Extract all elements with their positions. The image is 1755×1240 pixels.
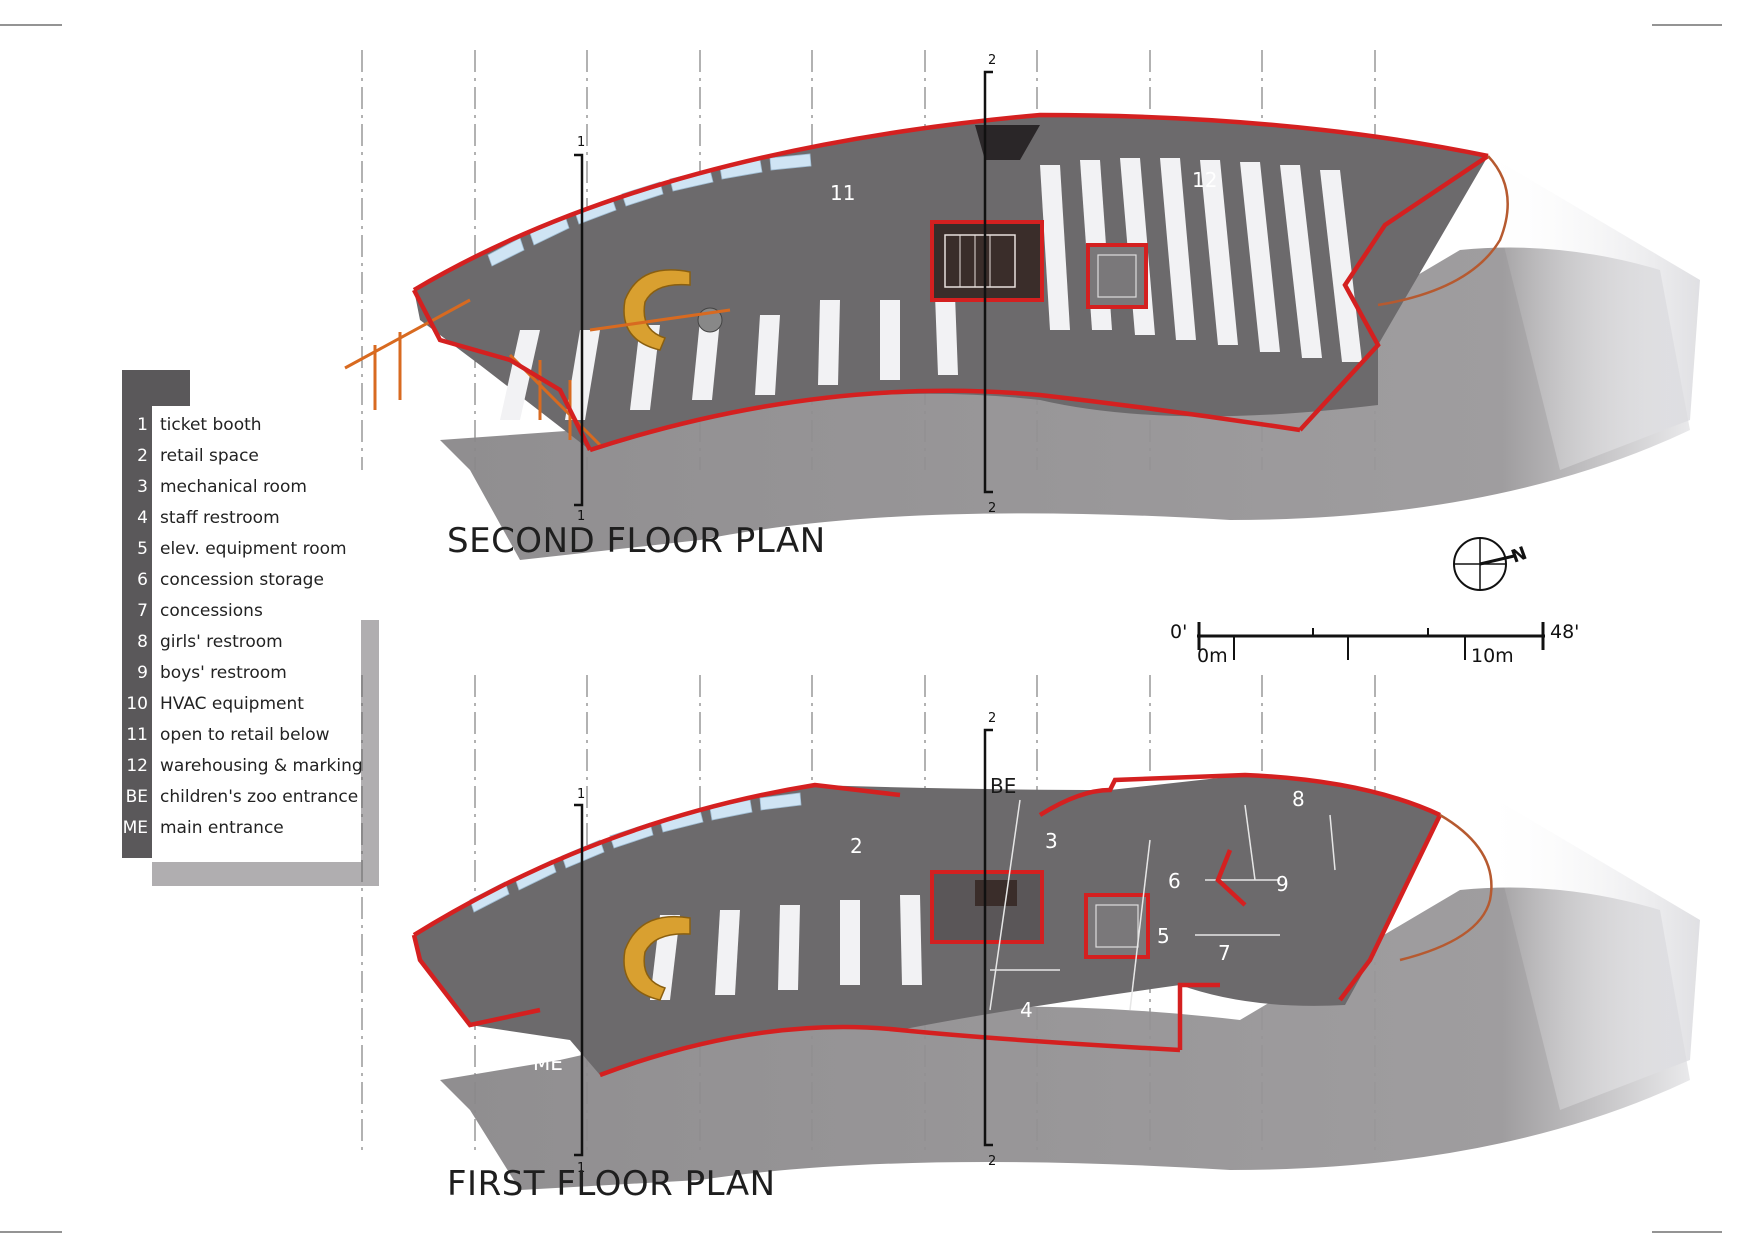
room-8-label: 8 [1292,787,1305,811]
legend-number: 11 [126,725,148,745]
first-floor-title: FIRST FLOOR PLAN [447,1164,776,1204]
legend-number: 5 [137,539,148,559]
section-marker-2-first [983,728,993,1147]
crop-marks [0,24,1722,1233]
room-9-label: 9 [1276,872,1289,896]
section-marker-2 [983,70,993,494]
legend-number: ME [123,818,148,838]
scale-meters-start: 0m [1197,645,1228,667]
section-1-bottom-label: 1 [577,509,585,524]
room-11-label: 11 [830,181,855,205]
second-floor-title: SECOND FLOOR PLAN [447,521,826,561]
exterior-stair-railing [344,298,731,447]
first-floor-plan: 1 1 2 2 2 3 4 5 6 7 8 9 10 BE ME FIRST F… [361,675,1700,1204]
room-6-label: 6 [1168,869,1181,893]
legend-label: main entrance [160,818,284,838]
legend-number: 12 [126,756,148,776]
legend-label: mechanical room [160,477,307,497]
interior-partitions [989,799,1336,1011]
legend-number: 9 [137,663,148,683]
scale-feet-end: 48' [1550,621,1579,643]
legend-label: retail space [160,446,259,466]
room-10-label: 10 [1427,839,1452,863]
first-section-2-top-label: 2 [988,711,996,726]
building-shadow-first [440,887,1690,1190]
legend-panel [122,370,379,886]
legend-number: 8 [137,632,148,652]
first-section-1-top-label: 1 [577,787,585,802]
legend-number: 4 [137,508,148,528]
legend-label: concessions [160,601,263,621]
legend-number: 2 [137,446,148,466]
room-4-label: 4 [1020,998,1033,1022]
room-3-label: 3 [1045,829,1058,853]
section-marker-1-first [574,803,584,1157]
section-1-top-label: 1 [577,135,585,150]
me-label: ME [533,1051,563,1075]
be-label: BE [990,774,1016,798]
room-12-label: 12 [1192,168,1217,192]
legend-label: ticket booth [160,415,262,435]
legend-number: 10 [126,694,148,714]
scale-feet-start: 0' [1170,621,1187,643]
section-marker-1 [574,153,584,507]
exterior-walls-first [411,772,1493,1078]
room-2-label: 2 [850,834,863,858]
legend-label: girls' restroom [160,632,283,652]
shadow-glow-first [1480,790,1700,1110]
first-section-1-bottom-label: 1 [577,1161,585,1176]
elevator-shaft-dark [975,125,1040,160]
legend-label: children's zoo entrance [160,787,358,807]
legend-number: BE [126,787,148,807]
second-floor-plan: 1 1 2 2 11 12 SECOND FLOOR PLAN [344,50,1700,561]
room-7-label: 7 [1218,941,1231,965]
first-section-2-bottom-label: 2 [988,1154,996,1169]
section-2-bottom-label: 2 [988,501,996,516]
legend-label: elev. equipment room [160,539,347,559]
shadow-glow [1480,150,1700,470]
legend-number: 6 [137,570,148,590]
scale-meters-end: 10m [1471,645,1514,667]
legend-number: 3 [137,477,148,497]
legend-label: boys' restroom [160,663,287,683]
legend-label: concession storage [160,570,324,590]
legend-number: 7 [137,601,148,621]
legend-list: 1 ticket booth 2 retail space 3 mechanical ro… [123,415,363,838]
legend-label: warehousing & marking [160,756,363,776]
exterior-walls [412,112,1509,453]
gold-sculpture-first [623,915,691,1001]
stair-core [930,220,1148,309]
section-2-top-label: 2 [988,53,996,68]
legend-number: 1 [137,415,148,435]
north-label: N [1509,543,1530,568]
sculpture-gold [623,269,691,351]
legend-label: HVAC equipment [160,694,304,714]
room-5-label: 5 [1157,924,1170,948]
north-arrow: N [1453,537,1530,591]
legend-label: staff restroom [160,508,280,528]
first-floor-slab [414,775,1440,1075]
scale-bar [1197,622,1545,660]
legend-label: open to retail below [160,725,330,745]
